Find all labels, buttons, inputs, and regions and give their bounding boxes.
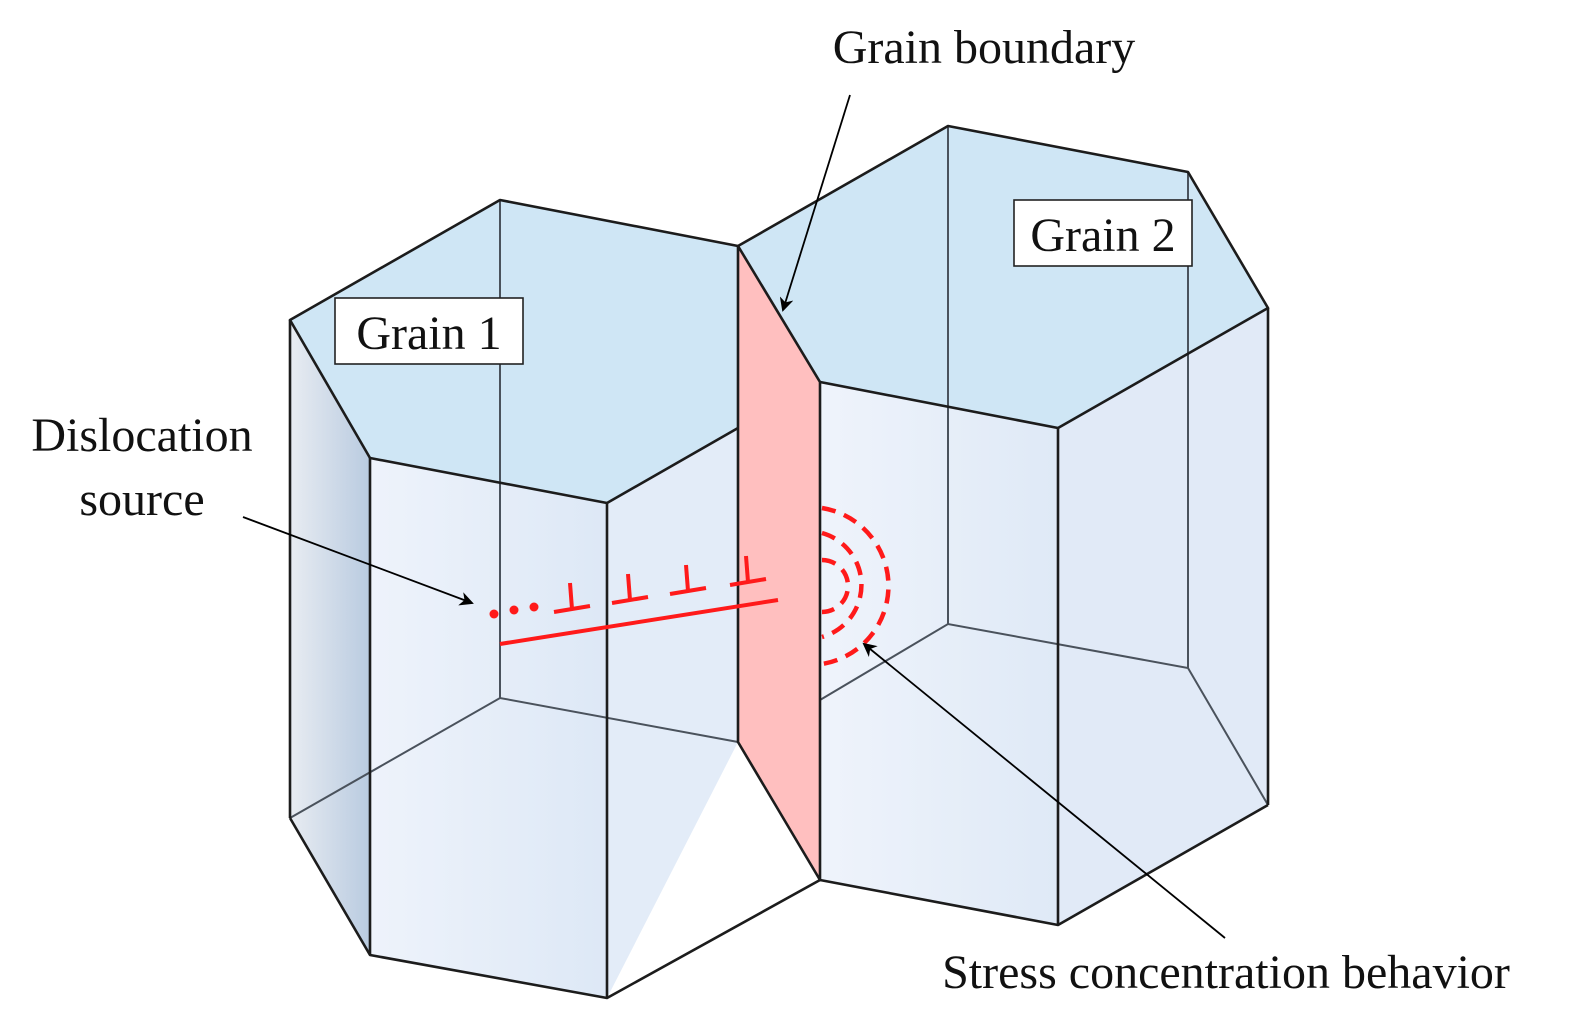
dislocation-source-arrow bbox=[242, 516, 474, 606]
stress-concentration-label: Stress concentration behavior bbox=[942, 946, 1510, 999]
boundary-face bbox=[738, 246, 820, 880]
dislocation-dot bbox=[509, 605, 519, 615]
grain-1-label-box: Grain 1 bbox=[334, 297, 524, 365]
dislocation-symbol bbox=[669, 564, 707, 596]
stress-concentration-arcs bbox=[821, 505, 891, 667]
dislocation-dot bbox=[529, 602, 539, 612]
grain-1-left-face bbox=[290, 320, 370, 955]
grain-2-hidden-edges bbox=[819, 622, 1269, 806]
grain-2-top-outline bbox=[737, 124, 1270, 430]
dislocation-label-line-1: Dislocation bbox=[31, 409, 252, 462]
dislocation-dot bbox=[489, 609, 499, 619]
grain-2-label-box: Grain 2 bbox=[1013, 199, 1193, 267]
grain-2-label: Grain 2 bbox=[1030, 209, 1175, 262]
stress-arc-inner bbox=[821, 557, 851, 615]
grain-1-top-outline bbox=[288, 198, 739, 505]
boundary-outline bbox=[736, 245, 822, 882]
grain-2-right-face bbox=[1058, 308, 1268, 925]
grain-boundary-arrow bbox=[779, 94, 851, 312]
stress-concentration-arrow bbox=[862, 642, 1226, 939]
grain-2-front-face bbox=[820, 382, 1058, 925]
stress-arc-outer bbox=[821, 505, 891, 667]
dislocation-label-line-2: source bbox=[79, 473, 204, 526]
dislocation-symbol bbox=[553, 582, 591, 614]
grain-1-bottom-outline bbox=[288, 817, 821, 1000]
grain-1-front-face bbox=[370, 458, 607, 998]
grain-boundary-plane bbox=[736, 245, 822, 882]
dislocation-symbol bbox=[611, 573, 649, 605]
grain-2-bottom-outline bbox=[819, 803, 1269, 927]
stress-arc-middle bbox=[821, 530, 864, 640]
grain-1-right-face bbox=[607, 424, 738, 998]
grain-boundary-label: Grain boundary bbox=[833, 21, 1136, 74]
dislocation-symbol bbox=[729, 555, 767, 587]
grain-1-label: Grain 1 bbox=[356, 307, 501, 360]
dislocation-pileup bbox=[489, 555, 779, 646]
grain-1-prism bbox=[288, 198, 821, 1000]
slip-plane-line bbox=[499, 598, 779, 646]
